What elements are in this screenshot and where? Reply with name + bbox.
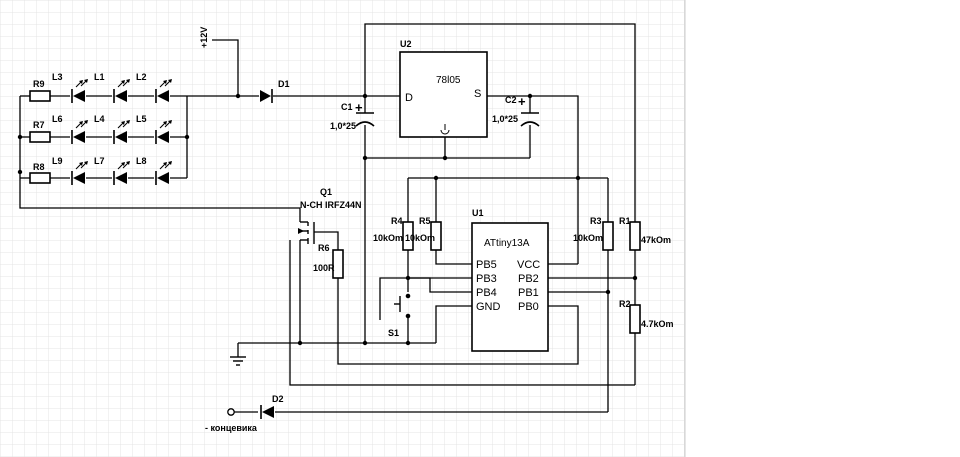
plus-c1: + <box>355 100 363 115</box>
regulator-u2 <box>399 51 488 138</box>
label-l9: L9 <box>52 156 63 166</box>
label-r4: R4 <box>391 216 403 226</box>
capacitor-c2 <box>520 112 540 127</box>
label-u2: U2 <box>400 39 412 49</box>
label-r1: R1 <box>619 216 631 226</box>
resistor-r5 <box>430 221 442 251</box>
resistor-r6 <box>332 249 344 279</box>
resistor-r7 <box>29 131 51 143</box>
label-r2: R2 <box>619 299 631 309</box>
led-l6-icon <box>71 120 88 144</box>
pin-u2-in: D <box>405 92 413 104</box>
terminal-limit-switch <box>227 408 235 416</box>
value-r4: 10kOm <box>373 233 403 243</box>
value-r1: 47kOm <box>641 235 671 245</box>
grid-background <box>0 0 685 457</box>
diode-d2 <box>260 405 274 419</box>
junction-dots <box>17 93 638 346</box>
part-u2: 78l05 <box>436 75 461 86</box>
led-bank: R9 R7 R8 L3 L1 L2 L6 L4 L5 L9 L7 L8 <box>29 72 172 185</box>
part-q1: N-CH IRFZ44N <box>300 200 362 210</box>
switch-s1 <box>394 293 411 319</box>
part-u1: ATtiny13A <box>484 238 530 249</box>
label-supply: +12V <box>199 27 209 48</box>
ground-icon <box>230 356 246 366</box>
led-l7-icon <box>113 161 130 185</box>
led-l9-icon <box>71 161 88 185</box>
label-l5: L5 <box>136 114 147 124</box>
label-d2: D2 <box>272 394 284 404</box>
pin-pb5: PB5 <box>476 259 497 271</box>
led-l3-icon <box>71 79 88 103</box>
value-c2: 1,0*25 <box>492 114 518 124</box>
label-r5: R5 <box>419 216 431 226</box>
label-l8: L8 <box>136 156 147 166</box>
label-r7: R7 <box>33 120 45 130</box>
pin-gnd: GND <box>476 301 501 313</box>
value-c1: 1,0*25 <box>330 121 356 131</box>
resistor-r8 <box>29 172 51 184</box>
label-q1: Q1 <box>320 187 332 197</box>
pin-pb4: PB4 <box>476 287 497 299</box>
value-r5: 10kOm <box>405 233 435 243</box>
pin-pb0: PB0 <box>518 301 539 313</box>
led-l2-icon <box>155 79 172 103</box>
capacitor-c1 <box>355 112 375 127</box>
label-l7: L7 <box>94 156 105 166</box>
diode-d1 <box>260 89 273 103</box>
resistor-r9 <box>29 90 51 102</box>
mosfet-q1 <box>298 221 315 244</box>
label-r6: R6 <box>318 243 330 253</box>
mcu-u1 <box>471 222 549 352</box>
resistor-r1 <box>629 221 641 251</box>
label-c2: C2 <box>505 95 517 105</box>
label-l6: L6 <box>52 114 63 124</box>
label-u1: U1 <box>472 208 484 218</box>
pin-u2-out: S <box>474 88 481 100</box>
label-r9: R9 <box>33 79 45 89</box>
label-r8: R8 <box>33 162 45 172</box>
label-s1: S1 <box>388 328 399 338</box>
label-d1: D1 <box>278 79 290 89</box>
led-l5-icon <box>155 120 172 144</box>
led-l4-icon <box>113 120 130 144</box>
label-l1: L1 <box>94 72 105 82</box>
resistor-r2 <box>629 304 641 334</box>
label-c1: C1 <box>341 102 353 112</box>
value-r6: 100R <box>313 263 335 273</box>
label-l3: L3 <box>52 72 63 82</box>
label-l2: L2 <box>136 72 147 82</box>
pin-pb1: PB1 <box>518 287 539 299</box>
resistor-r4 <box>402 221 414 251</box>
led-l8-icon <box>155 161 172 185</box>
label-r3: R3 <box>590 216 602 226</box>
resistor-r3 <box>602 221 614 251</box>
label-limit-switch: - концевика <box>205 423 258 433</box>
pin-vcc: VCC <box>517 259 540 271</box>
pin-pb3: PB3 <box>476 273 497 285</box>
plus-c2: + <box>518 94 526 109</box>
ground-pin-icon <box>440 124 450 135</box>
pin-pb2: PB2 <box>518 273 539 285</box>
value-r3: 10kOm <box>573 233 603 243</box>
label-l4: L4 <box>94 114 105 124</box>
led-l1-icon <box>113 79 130 103</box>
value-r2: 4.7kOm <box>641 319 674 329</box>
